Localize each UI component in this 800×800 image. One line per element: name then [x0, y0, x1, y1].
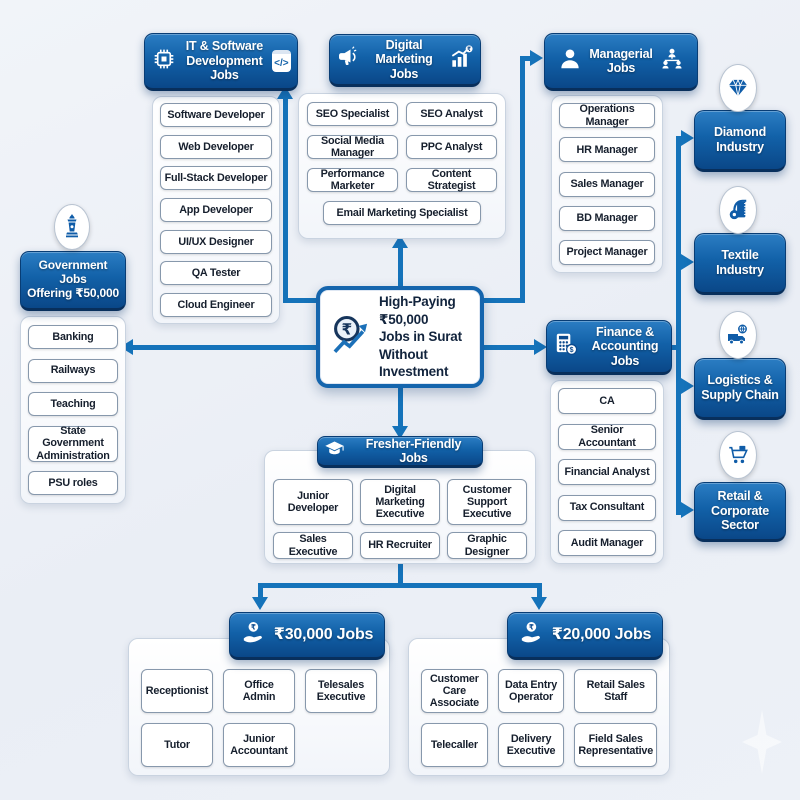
job-item: PPC Analyst [406, 135, 497, 159]
job-item: Sales Manager [559, 171, 655, 197]
job-item: Banking [28, 325, 118, 349]
code-icon: </> [271, 50, 291, 72]
cpu-chip-icon [151, 46, 177, 77]
graduation-cap-icon [324, 438, 345, 464]
jobs-30k-list: Receptionist Office Admin Telesales Exec… [128, 638, 390, 776]
job-item: Railways [28, 358, 118, 383]
job-item: Web Developer [160, 134, 272, 159]
fresher-header: Fresher-Friendly Jobs [317, 436, 483, 468]
job-item: Sales Executive [273, 532, 353, 559]
job-item: CA [558, 388, 656, 414]
logistics-truck-icon [719, 311, 757, 359]
it-software-list: Software Developer Web Developer Full-St… [152, 96, 280, 324]
job-item: Data Entry Operator [497, 669, 565, 713]
job-item: Retail Sales Staff [574, 669, 657, 713]
finance-header: $ Finance &Accounting Jobs [546, 320, 672, 375]
job-item: Telecaller [421, 723, 488, 767]
job-item: SEO Analyst [406, 102, 497, 126]
job-item: Content Strategist [406, 168, 497, 192]
job-item: Field Sales Representative [574, 723, 657, 767]
job-item: Delivery Executive [497, 723, 565, 767]
job-item: PSU roles [28, 471, 118, 495]
job-item: HR Recruiter [360, 532, 440, 559]
industry-retail: Retail &Corporate Sector [694, 482, 786, 542]
fresher-list: Junior Developer Digital Marketing Execu… [264, 450, 536, 564]
diamond-icon [719, 64, 757, 112]
svg-text:₹: ₹ [529, 623, 534, 632]
job-item: BD Manager [559, 205, 655, 231]
person-icon [557, 46, 583, 77]
job-item: Receptionist [141, 669, 213, 713]
job-item: Junior Developer [273, 479, 353, 525]
job-item: Telesales Executive [305, 669, 377, 713]
jobs-30k-title: ₹30,000 Jobs [273, 625, 374, 643]
job-item: Software Developer [160, 103, 272, 127]
svg-text:₹: ₹ [251, 623, 256, 632]
job-item: Social Media Manager [307, 135, 398, 159]
job-item: Full-Stack Developer [160, 166, 272, 191]
job-item: Customer Support Executive [447, 479, 527, 525]
svg-text:$: $ [570, 347, 574, 354]
industry-logistics: Logistics &Supply Chain [694, 358, 786, 420]
jobs-20k-header: ₹ ₹20,000 Jobs [507, 612, 663, 660]
calculator-coin-icon: $ [553, 331, 579, 362]
national-emblem-icon [54, 204, 90, 250]
shopping-cart-icon [719, 431, 757, 479]
fresher-title: Fresher-Friendly Jobs [365, 436, 462, 466]
job-item: QA Tester [160, 261, 272, 286]
job-item: UI/UX Designer [160, 229, 272, 254]
job-item: Project Manager [559, 240, 655, 265]
job-item: Tax Consultant [558, 494, 656, 521]
org-chart-icon [659, 46, 685, 77]
job-item: Senior Accountant [558, 423, 656, 450]
digital-marketing-list: SEO Specialist SEO Analyst Social Media … [298, 93, 506, 239]
job-item: State Government Administration [28, 425, 118, 462]
growth-chart-icon: ₹ [448, 44, 474, 75]
hand-coin-icon: ₹ [519, 619, 546, 651]
job-item: Customer Care Associate [421, 669, 488, 713]
svg-text:₹: ₹ [341, 321, 352, 338]
job-item: Operations Manager [559, 103, 655, 128]
finance-title: Finance &Accounting Jobs [591, 324, 659, 368]
job-item: Graphic Designer [447, 532, 527, 559]
job-item: Tutor [141, 723, 213, 767]
megaphone-icon [336, 45, 360, 74]
jobs-20k-list: Customer Care Associate Data Entry Opera… [408, 638, 670, 776]
government-list: Banking Railways Teaching State Governme… [20, 316, 126, 504]
job-item: Audit Manager [558, 530, 656, 556]
finance-list: CA Senior Accountant Financial Analyst T… [550, 380, 664, 564]
sparkle-watermark [742, 710, 782, 774]
job-item: Teaching [28, 392, 118, 416]
job-item: Performance Marketer [307, 168, 398, 192]
hand-coin-icon: ₹ [241, 619, 268, 651]
job-item: Office Admin [223, 669, 295, 713]
job-item: HR Manager [559, 137, 655, 163]
job-item: Cloud Engineer [160, 292, 272, 317]
fabric-roll-icon [719, 186, 757, 234]
job-item: Junior Accountant [223, 723, 295, 767]
jobs-30k-header: ₹ ₹30,000 Jobs [229, 612, 385, 660]
job-item: SEO Specialist [307, 102, 398, 126]
job-item: Digital Marketing Executive [360, 479, 440, 525]
job-item: App Developer [160, 197, 272, 222]
rupee-growth-icon: ₹ [330, 313, 372, 362]
svg-text:₹: ₹ [467, 46, 471, 53]
job-item: Email Marketing Specialist [323, 201, 481, 225]
job-item: Financial Analyst [558, 459, 656, 485]
jobs-20k-title: ₹20,000 Jobs [551, 625, 652, 643]
managerial-list: Operations Manager HR Manager Sales Mana… [551, 95, 663, 273]
